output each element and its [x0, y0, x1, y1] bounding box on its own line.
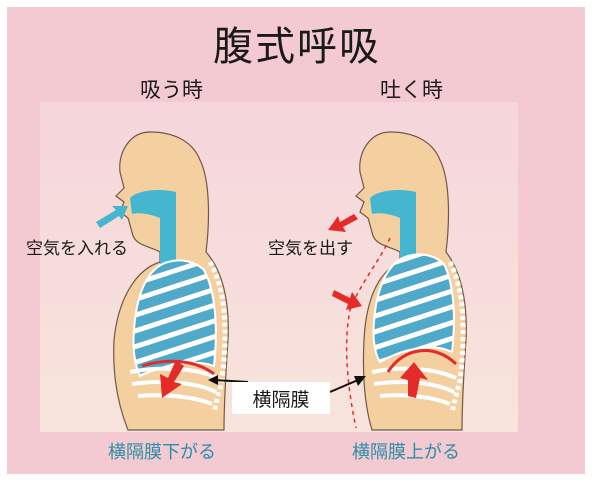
inhale-air-label: 空気を入れる [26, 234, 128, 259]
exhale-caption: 横隔膜上がる [352, 438, 460, 464]
exhale-air-label: 空気を出す [268, 234, 353, 259]
inhale-caption: 横隔膜下がる [108, 438, 216, 464]
diaphragm-label: 横隔膜 [232, 382, 330, 414]
inhale-heading: 吸う時 [140, 74, 203, 104]
page-title: 腹式呼吸 [0, 14, 594, 72]
exhale-heading: 吐く時 [380, 74, 443, 104]
